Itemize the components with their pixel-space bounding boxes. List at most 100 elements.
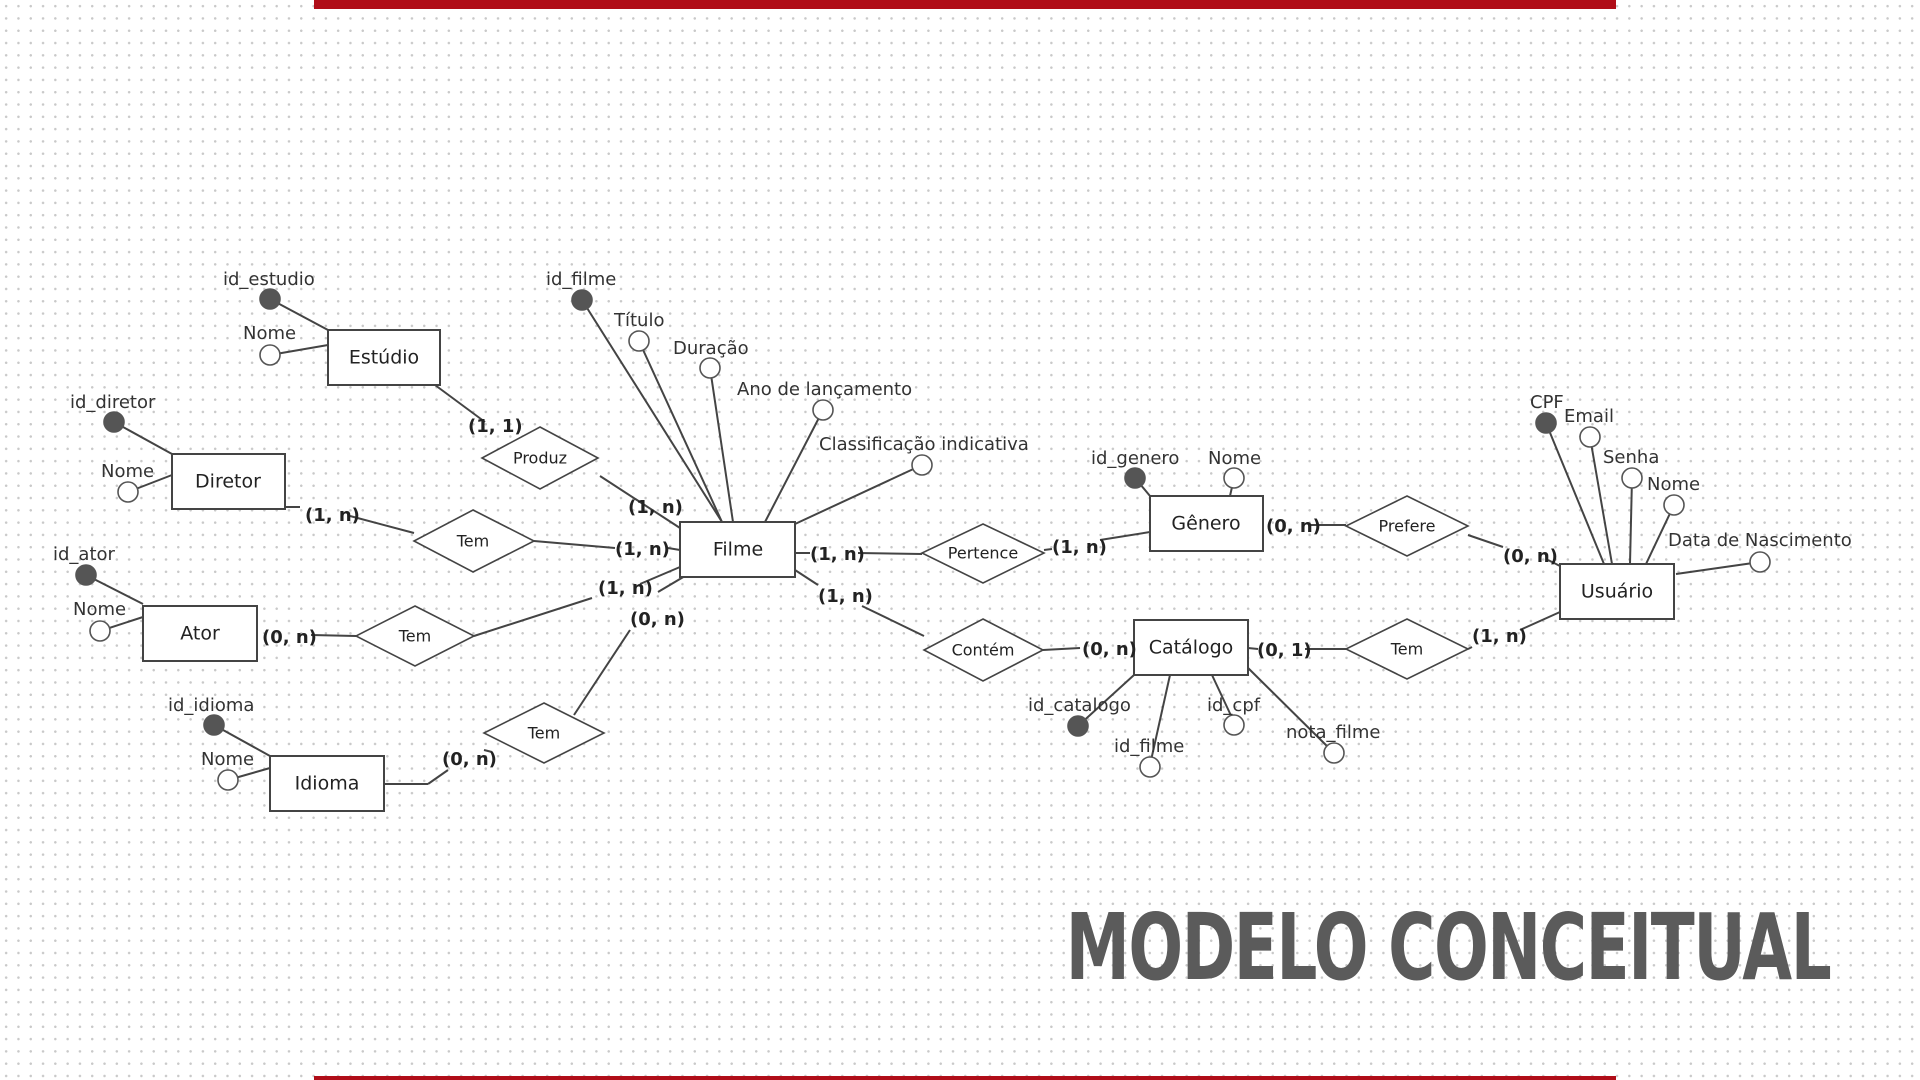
entity-genero-label: Gênero [1171, 513, 1240, 535]
entity-catalogo-label: Catálogo [1149, 637, 1234, 659]
relationship-tem-idioma-label: Tem [527, 724, 560, 743]
top-accent-bar [314, 0, 1616, 9]
relationship-contem-label: Contém [952, 641, 1015, 660]
entity-usuario: Usuário [1559, 563, 1675, 620]
attr-estudio-nome: Nome [243, 323, 296, 344]
attr-usuario-cpf: CPF [1530, 392, 1564, 413]
card-pertence-genero: (1, n) [1052, 537, 1107, 558]
attribute-markers [75, 288, 1771, 791]
card-filme-pertence: (1, n) [810, 544, 865, 565]
attr-catalogo-id-cpf: id_cpf [1207, 695, 1261, 716]
relationship-tem-diretor: Tem [412, 509, 536, 573]
bottom-accent-bar [314, 1076, 1616, 1080]
attr-circle [911, 454, 933, 476]
relationship-tem-diretor-label: Tem [456, 532, 489, 551]
card-diretor-tem: (1, n) [305, 505, 360, 526]
attr-circle [812, 399, 834, 421]
attr-genero-id: id_genero [1091, 448, 1179, 469]
attr-circle [1621, 467, 1643, 489]
attr-circle [1223, 467, 1245, 489]
attribute-labels: id_estudio Nome id_diretor Nome id_ator … [53, 269, 1852, 770]
entity-filme-label: Filme [713, 539, 763, 561]
entity-diretor: Diretor [171, 453, 286, 510]
card-tem-usuario: (1, n) [1472, 626, 1527, 647]
card-tem-filme-idioma: (0, n) [630, 609, 685, 630]
key-attr-dot [1535, 412, 1557, 434]
attr-circle [217, 769, 239, 791]
attr-circle [1223, 714, 1245, 736]
relationship-tem-ator-label: Tem [398, 627, 431, 646]
relationship-tem-usuario-label: Tem [1390, 640, 1423, 659]
card-genero-prefere: (0, n) [1266, 516, 1321, 537]
card-ator-tem: (0, n) [262, 627, 317, 648]
relationship-pertence: Pertence [920, 523, 1046, 584]
attr-catalogo-id-filme: id_filme [1114, 736, 1184, 757]
attr-circle [1323, 742, 1345, 764]
entity-catalogo: Catálogo [1133, 619, 1249, 676]
entity-ator-label: Ator [180, 623, 220, 645]
relationship-pertence-label: Pertence [948, 544, 1018, 563]
key-attr-dot [203, 714, 225, 736]
attr-circle [89, 620, 111, 642]
attr-circle [699, 357, 721, 379]
relationship-produz-label: Produz [513, 449, 567, 468]
page-title: MODELO CONCEITUAL [1065, 894, 1831, 1001]
key-attr-dot [103, 411, 125, 433]
relationship-tem-ator: Tem [354, 605, 476, 667]
card-tem-filme-diretor: (1, n) [615, 539, 670, 560]
attr-idioma-id: id_idioma [168, 695, 254, 716]
attr-ator-id: id_ator [53, 544, 116, 565]
relationship-prefere: Prefere [1344, 495, 1470, 557]
attr-usuario-nome: Nome [1647, 474, 1700, 495]
attr-usuario-email: Email [1564, 406, 1614, 427]
attr-diretor-nome: Nome [101, 461, 154, 482]
attr-circle [628, 330, 650, 352]
relationship-contem: Contém [922, 618, 1045, 682]
card-catalogo-tem: (0, 1) [1257, 640, 1312, 661]
entity-idioma-label: Idioma [295, 773, 360, 795]
relationship-tem-usuario: Tem [1344, 618, 1470, 680]
connector-lines [85, 298, 1761, 785]
card-contem-catalogo: (0, n) [1082, 639, 1137, 660]
attr-filme-duracao: Duração [673, 338, 749, 359]
card-prefere-usuario: (0, n) [1503, 546, 1558, 567]
attr-filme-titulo: Título [613, 310, 664, 331]
attr-circle [1579, 426, 1601, 448]
attr-circle [1663, 494, 1685, 516]
entity-estudio-label: Estúdio [349, 347, 419, 369]
cardinality-labels: (1, 1) (1, n) (1, n) (1, n) (0, n) (1, n… [262, 416, 1558, 770]
entity-ator: Ator [142, 605, 258, 662]
entity-genero: Gênero [1149, 495, 1264, 552]
entity-diretor-label: Diretor [195, 471, 261, 493]
attr-ator-nome: Nome [73, 599, 126, 620]
relationship-tem-idioma: Tem [482, 702, 606, 764]
relationship-produz: Produz [480, 426, 600, 490]
attr-usuario-senha: Senha [1603, 447, 1659, 468]
attr-idioma-nome: Nome [201, 749, 254, 770]
attr-filme-ano: Ano de lançamento [737, 379, 912, 400]
card-idioma-tem: (0, n) [442, 749, 497, 770]
attr-estudio-id: id_estudio [223, 269, 315, 290]
key-attr-dot [1067, 715, 1089, 737]
card-tem-filme-ator: (1, n) [598, 578, 653, 599]
key-attr-dot [75, 564, 97, 586]
key-attr-dot [1124, 467, 1146, 489]
card-filme-contem: (1, n) [818, 586, 873, 607]
entity-filme: Filme [679, 521, 796, 578]
entity-estudio: Estúdio [327, 329, 441, 386]
attr-circle [1139, 756, 1161, 778]
card-estudio-produz: (1, 1) [468, 416, 523, 437]
attr-circle [259, 344, 281, 366]
entity-idioma: Idioma [269, 755, 385, 812]
relationship-prefere-label: Prefere [1379, 517, 1436, 536]
attr-filme-classificacao: Classificação indicativa [819, 434, 1029, 455]
attr-catalogo-nota: nota_filme [1286, 722, 1380, 743]
attr-catalogo-id: id_catalogo [1028, 695, 1131, 716]
attr-filme-id: id_filme [546, 269, 616, 290]
attr-circle [117, 481, 139, 503]
key-attr-dot [571, 289, 593, 311]
entity-usuario-label: Usuário [1581, 581, 1653, 603]
key-attr-dot [259, 288, 281, 310]
attr-diretor-id: id_diretor [70, 392, 156, 413]
